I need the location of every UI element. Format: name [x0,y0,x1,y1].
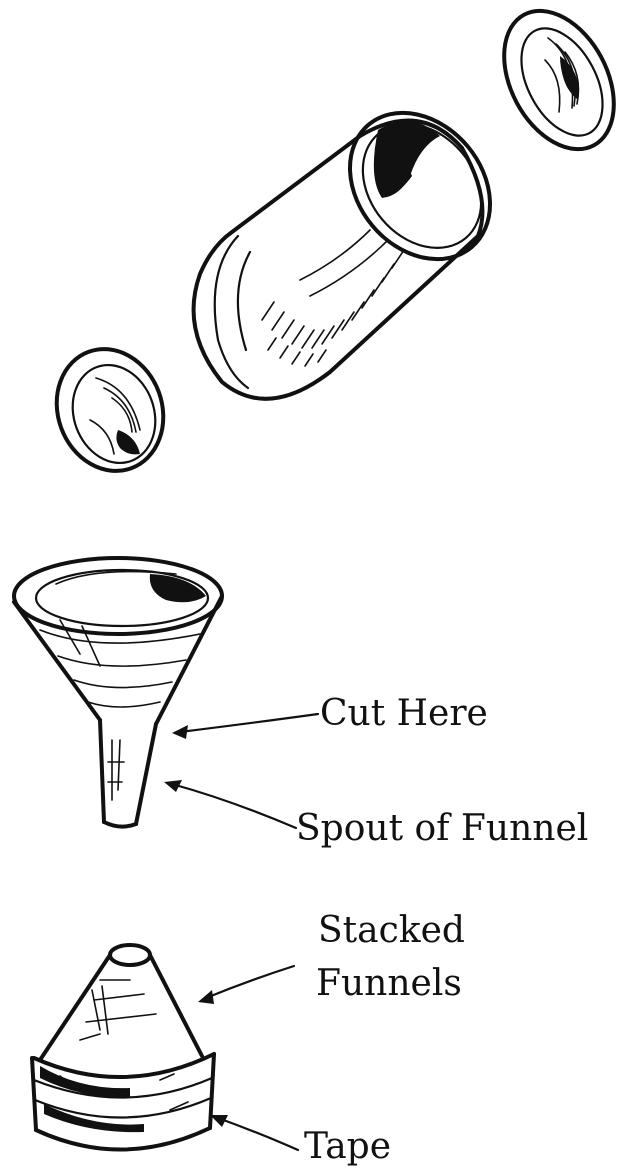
arrow-tape [210,1115,298,1150]
label-stacked: Stacked [318,910,465,951]
end-cap-disk-bottom [40,334,180,486]
arrow-stacked-funnels [198,966,294,1004]
tape-band [32,1054,214,1150]
label-tape: Tape [304,1126,391,1167]
end-cap-disk-top [482,0,617,168]
arrow-cut-here [172,714,318,739]
label-cut-here: Cut Here [320,693,488,734]
label-spout-of-funnel: Spout of Funnel [296,808,588,849]
stacked-funnels [40,945,202,1060]
arrow-spout-of-funnel [164,780,296,828]
label-funnels: Funnels [316,963,462,1004]
cylinder-tube [194,85,519,399]
funnel [14,558,222,827]
